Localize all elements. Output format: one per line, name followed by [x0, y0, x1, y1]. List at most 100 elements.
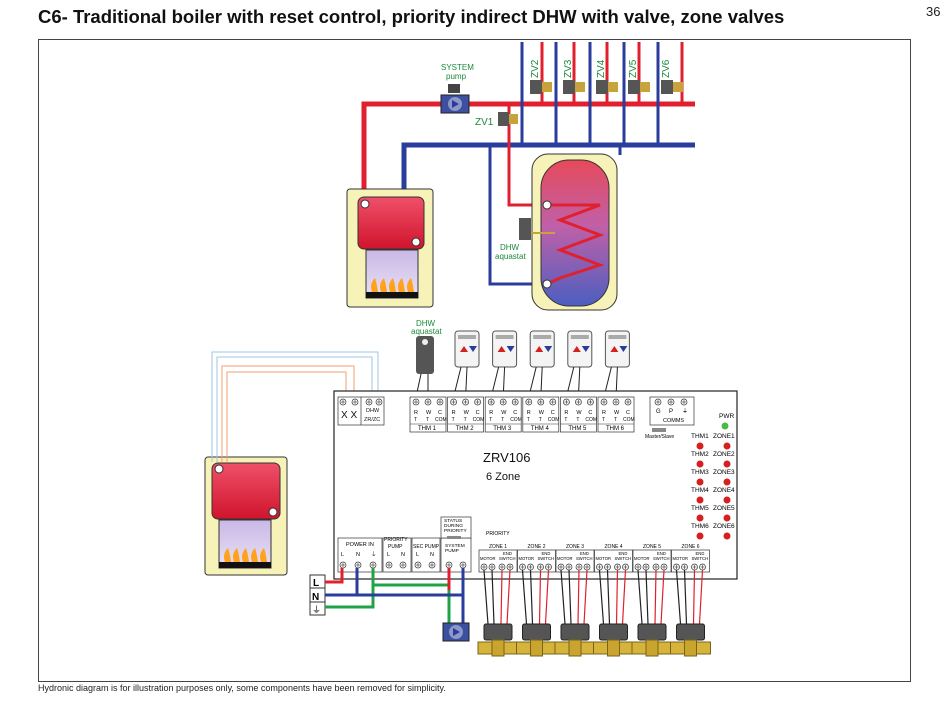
thm-term-top: W — [576, 410, 582, 416]
thermostat-icon — [529, 330, 555, 368]
zone-end-label: END — [580, 551, 589, 556]
zone-indicator-label: ZONE6 — [713, 523, 735, 530]
thm-term-top: C — [551, 410, 555, 416]
thermostats — [454, 330, 630, 368]
zone-motor-label: MOTOR — [480, 556, 496, 561]
zone-motor-label: MOTOR — [596, 556, 612, 561]
thm-led — [696, 514, 704, 522]
priority-pump-label-2: PUMP — [388, 544, 403, 550]
thm-term-bottom: T — [539, 417, 542, 423]
zone-valve-actuators — [477, 569, 711, 657]
zone-label: ZONE 3 — [566, 544, 584, 550]
zone-indicator-label: ZONE3 — [713, 469, 735, 476]
power-in-label: POWER IN — [346, 542, 374, 548]
system-pump-label-1: SYSTEM — [441, 63, 474, 72]
thm-term-bottom: COM — [585, 417, 597, 423]
power-in-term: N — [356, 552, 360, 558]
thm-label: THM 2 — [456, 426, 475, 432]
dhw-aquastat-device — [416, 336, 434, 374]
thermostat-icon — [567, 330, 593, 368]
power-l: L — [313, 578, 319, 589]
thm-term-bottom: COM — [510, 417, 522, 423]
thm-term-top: R — [564, 410, 568, 416]
controller-zones: 6 Zone — [486, 471, 520, 483]
zone-motor-label: MOTOR — [673, 556, 689, 561]
thm-term-top: R — [527, 410, 531, 416]
thm-term-bottom: T — [414, 417, 417, 423]
zv1-label: ZV1 — [475, 117, 494, 128]
piping — [361, 42, 695, 286]
thm-indicator-label: THM2 — [691, 451, 709, 458]
diagram-frame — [38, 39, 911, 682]
thm-label: THM 5 — [568, 426, 587, 432]
zone-label: ZONE 5 — [643, 544, 661, 550]
dhw-tank-aquastat-2: aquastat — [495, 252, 526, 261]
zv6-label: ZV6 — [661, 59, 672, 78]
thm-term-bottom: T — [576, 417, 579, 423]
thm-led — [696, 460, 704, 468]
zone-valve-5 — [628, 80, 650, 94]
zone-switch-label: SWITCH — [692, 556, 709, 561]
thm-term-bottom: T — [501, 417, 504, 423]
thm-term-bottom: T — [527, 417, 530, 423]
zone-led — [723, 460, 731, 468]
terminal-dhw: DHW — [366, 408, 380, 414]
zone-led — [723, 442, 731, 450]
zone-valves-top: ZV2 ZV3 ZV4 ZV5 ZV6 — [530, 59, 683, 94]
thm-term-bottom: T — [614, 417, 617, 423]
sec-pump-term: L — [416, 552, 419, 558]
thm-term-top: C — [476, 410, 480, 416]
system-pump-status-label: PUMP — [445, 548, 459, 554]
thm-term-bottom: T — [426, 417, 429, 423]
thm-term-top: C — [626, 410, 630, 416]
thm-term-bottom: T — [489, 417, 492, 423]
zone-label: ZONE 1 — [489, 544, 507, 550]
thm-term-bottom: COM — [548, 417, 560, 423]
page-number: 36 — [926, 4, 941, 19]
thm-label: THM 1 — [418, 426, 437, 432]
zone-led — [723, 478, 731, 486]
zone-valve-6 — [661, 80, 683, 94]
zone-valve-2 — [530, 80, 552, 94]
zone-led — [723, 514, 731, 522]
pwr-label: PWR — [719, 413, 734, 420]
thm-term-top: R — [452, 410, 456, 416]
thm-term-top: R — [602, 410, 606, 416]
sec-pump-label: SEC PUMP — [413, 544, 440, 550]
thm-term-top: W — [539, 410, 545, 416]
zone-indicator-label: ZONE1 — [713, 433, 735, 440]
zone-label: ZONE 6 — [682, 544, 700, 550]
thm-term-top: C — [513, 410, 517, 416]
thm-indicator-label: THM5 — [691, 505, 709, 512]
thm-label: THM 3 — [493, 426, 512, 432]
system-pump-label-2: pump — [446, 72, 467, 81]
thm-term-bottom: COM — [623, 417, 635, 423]
power-wires — [325, 568, 465, 625]
zone-switch-label: SWITCH — [576, 556, 593, 561]
page-title: C6- Traditional boiler with reset contro… — [38, 6, 785, 27]
comms-term-g: G — [656, 409, 661, 415]
thm-term-bottom: T — [452, 417, 455, 423]
thm-led — [696, 478, 704, 486]
zone-indicator-label: ZONE4 — [713, 487, 735, 494]
thm-term-top: W — [614, 410, 620, 416]
thm-indicator-label: THM6 — [691, 523, 709, 530]
zv2-label: ZV2 — [530, 59, 541, 78]
zone-switch-label: SWITCH — [538, 556, 555, 561]
dhw-aquastat-label-1: DHW — [416, 319, 436, 328]
zone-label: ZONE 2 — [528, 544, 546, 550]
status-label: DURING — [444, 523, 463, 529]
zone-motor-label: MOTOR — [557, 556, 573, 561]
comms-term-p: P — [669, 409, 673, 415]
thermostat-icon — [604, 330, 630, 368]
terminal-zrzc: ZR/ZC — [364, 417, 380, 423]
zone-motor-label: MOTOR — [519, 556, 535, 561]
priority-pump-icon — [442, 622, 470, 642]
dhw-aquastat-label-2: aquastat — [411, 327, 442, 336]
sec-pump-term: N — [430, 552, 434, 558]
master-slave-label: Master/Slave — [645, 434, 674, 440]
comms-term-ground: ⏚ — [682, 408, 688, 415]
zone-valve-1 — [498, 112, 518, 126]
zone-end-label: END — [657, 551, 666, 556]
